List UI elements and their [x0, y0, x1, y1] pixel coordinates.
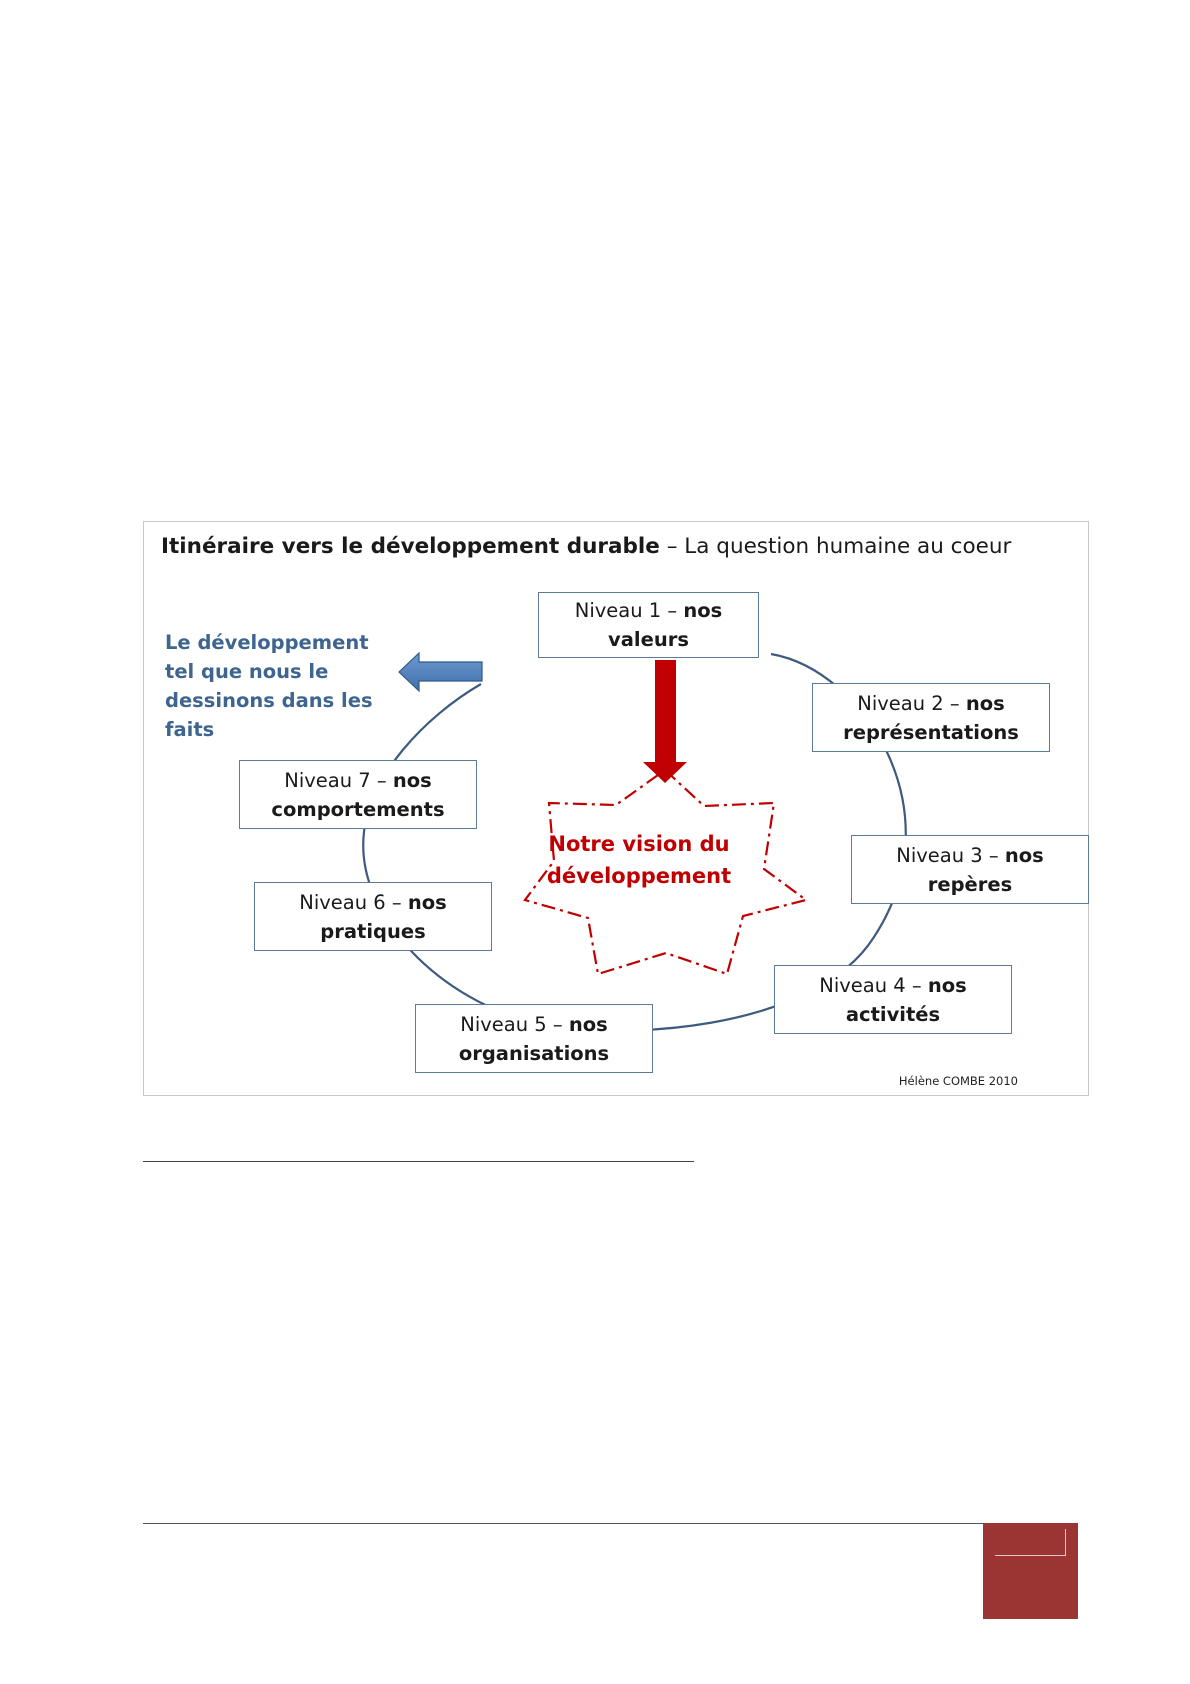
level-3-title: repères [927, 872, 1013, 896]
level-box-1: Niveau 1 – nos valeurs [538, 592, 759, 658]
level-5-nos: nos [568, 1012, 608, 1036]
footnote-separator [143, 1161, 694, 1162]
level-4-label: Niveau 4 – [819, 973, 928, 997]
level-box-5: Niveau 5 – nos organisations [415, 1004, 653, 1073]
level-6-nos: nos [407, 890, 447, 914]
level-box-7: Niveau 7 – nos comportements [239, 760, 477, 829]
left-arrow-icon [398, 651, 483, 693]
vision-star-outline [523, 768, 809, 976]
level-1-title: valeurs [608, 628, 689, 651]
level-2-label: Niveau 2 – [857, 691, 966, 715]
development-label: Le développement tel que nous le dessino… [165, 631, 373, 741]
level-6-title: pratiques [320, 919, 426, 943]
vision-text: Notre vision du développement [546, 832, 732, 888]
level-box-4: Niveau 4 – nos activités [774, 965, 1012, 1034]
level-1-label: Niveau 1 – [574, 599, 684, 622]
page-number-tab [983, 1523, 1078, 1619]
level-3-nos: nos [1004, 843, 1044, 867]
level-7-nos: nos [392, 768, 432, 792]
footer-rule [143, 1523, 983, 1524]
page-number-frame [995, 1529, 1066, 1556]
level-5-label: Niveau 5 – [460, 1012, 569, 1036]
level-box-6: Niveau 6 – nos pratiques [254, 882, 492, 951]
figure-title-bold: Itinéraire vers le développement durable [161, 534, 660, 559]
down-arrow-icon [643, 660, 687, 783]
level-box-2: Niveau 2 – nos représentations [812, 683, 1050, 752]
diagram-figure: Itinéraire vers le développement durable… [143, 521, 1089, 1096]
level-1-nos: nos [683, 599, 723, 622]
level-6-label: Niveau 6 – [299, 890, 408, 914]
level-2-nos: nos [965, 691, 1005, 715]
level-4-nos: nos [927, 973, 967, 997]
level-3-label: Niveau 3 – [896, 843, 1005, 867]
level-4-title: activités [845, 1002, 941, 1026]
credit: Hélène COMBE 2010 [898, 1074, 1018, 1088]
figure-title-rest: – La question humaine au coeur [659, 534, 1012, 559]
level-2-title: représentations [843, 720, 1019, 744]
figure-title: Itinéraire vers le développement durable… [161, 534, 1011, 559]
level-7-title: comportements [271, 797, 445, 821]
level-5-title: organisations [458, 1041, 610, 1065]
level-box-3: Niveau 3 – nos repères [851, 835, 1089, 904]
level-7-label: Niveau 7 – [284, 768, 393, 792]
